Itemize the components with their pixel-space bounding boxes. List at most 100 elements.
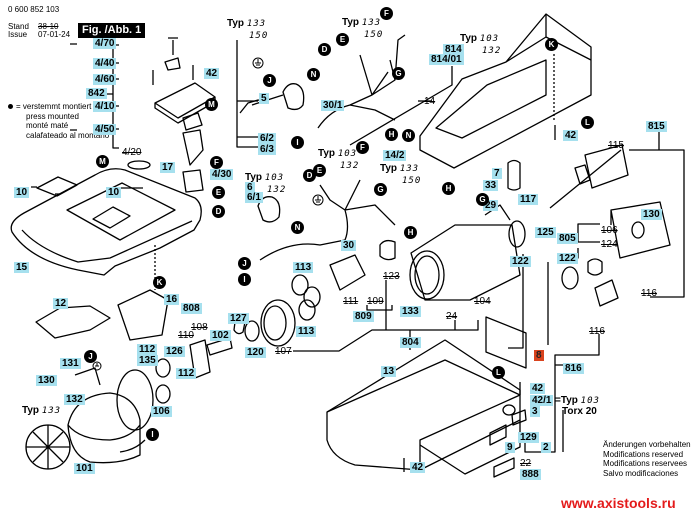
part-tag-809[interactable]: 809 — [353, 311, 374, 322]
part-tag-135[interactable]: 135 — [137, 355, 158, 366]
optional-part-14: 14 — [424, 96, 436, 107]
part-tag-122[interactable]: 122 — [557, 253, 578, 264]
part-tag-106[interactable]: 106 — [151, 406, 172, 417]
part-tag-5[interactable]: 5 — [259, 93, 269, 104]
part-tag-808[interactable]: 808 — [181, 303, 202, 314]
label-9 — [489, 424, 507, 446]
part-tag-130[interactable]: 130 — [641, 209, 662, 220]
connector-badge-e: E — [313, 164, 326, 177]
connector-badge-h: H — [385, 128, 398, 141]
connector-badge-f: F — [356, 141, 369, 154]
modifications-notice: Änderungen vorbehalten Modifications res… — [603, 440, 691, 478]
part-tag-130[interactable]: 130 — [36, 375, 57, 386]
part-tag-29[interactable]: 29 — [483, 200, 499, 211]
part-tag-10[interactable]: 10 — [106, 187, 122, 198]
part-tag-6-1[interactable]: 6/1 — [245, 192, 263, 203]
part-tag-842[interactable]: 842 — [86, 88, 107, 99]
optional-part-124: 124 — [601, 239, 618, 250]
part-tag-132[interactable]: 132 — [64, 394, 85, 405]
cover-12 — [35, 305, 111, 339]
ring-17 — [127, 160, 151, 170]
part-tag-120[interactable]: 120 — [245, 347, 266, 358]
part-tag-804[interactable]: 804 — [400, 337, 421, 348]
part-tag-888[interactable]: 888 — [520, 469, 541, 480]
part-tag-112[interactable]: 112 — [137, 344, 158, 355]
part-tag-3[interactable]: 3 — [530, 406, 540, 417]
part-tag-113[interactable]: 113 — [293, 262, 314, 273]
optional-part-110: 110 — [178, 330, 194, 341]
armature — [574, 144, 629, 189]
part-tag-42[interactable]: 42 — [410, 462, 426, 473]
part-tag-122[interactable]: 122 — [510, 256, 531, 267]
optional-part-116: 116 — [589, 326, 605, 337]
part-tag-7[interactable]: 7 — [492, 168, 502, 179]
part-tag-814[interactable]: 814 — [443, 44, 464, 55]
switch-4-50 — [182, 112, 203, 131]
connector-badge-k: K — [153, 276, 166, 289]
part-tag-13[interactable]: 13 — [381, 366, 397, 377]
ring-gear-107 — [260, 299, 296, 347]
stator-ring-106 — [116, 369, 154, 431]
connector-badge-e: E — [336, 33, 349, 46]
connector-badge-j: J — [238, 257, 251, 270]
washer-120 — [244, 320, 260, 342]
part-tag-2[interactable]: 2 — [541, 442, 551, 453]
part-tag-4-50[interactable]: 4/50 — [93, 124, 117, 135]
part-tag-127[interactable]: 127 — [228, 313, 249, 324]
gear-112-lower — [155, 384, 171, 404]
part-tag-4-30[interactable]: 4/30 — [210, 169, 234, 180]
connector-badge-m: M — [96, 155, 109, 168]
part-tag-33[interactable]: 33 — [483, 180, 499, 191]
gear-113-c — [298, 299, 316, 321]
part-tag-14-2[interactable]: 14/2 — [383, 150, 407, 161]
part-tag-42[interactable]: 42 — [530, 383, 546, 394]
connector-badge-d: D — [212, 205, 225, 218]
part-tag-805[interactable]: 805 — [557, 233, 578, 244]
part-tag-17[interactable]: 17 — [160, 162, 176, 173]
part-tag-10[interactable]: 10 — [14, 187, 30, 198]
connector-badge-h: H — [442, 182, 455, 195]
part-tag-30[interactable]: 30 — [341, 240, 357, 251]
part-tag-101[interactable]: 101 — [74, 463, 95, 474]
duct-16 — [117, 289, 169, 341]
part-tag-814-01[interactable]: 814/01 — [429, 54, 464, 65]
part-tag-6[interactable]: 6 — [245, 182, 255, 193]
part-tag-4-60[interactable]: 4/60 — [93, 74, 117, 85]
part-tag-117[interactable]: 117 — [518, 194, 539, 205]
top-housing — [419, 13, 592, 169]
part-tag-30-1[interactable]: 30/1 — [321, 100, 345, 111]
part-tag-15[interactable]: 15 — [14, 262, 30, 273]
part-tag-6-3[interactable]: 6/3 — [258, 144, 276, 155]
part-tag-4-40[interactable]: 4/40 — [93, 58, 117, 69]
part-tag-112[interactable]: 112 — [176, 368, 197, 379]
part-tag-42[interactable]: 42 — [204, 68, 220, 79]
part-tag-133[interactable]: 133 — [400, 306, 421, 317]
part-tag-125[interactable]: 125 — [535, 227, 556, 238]
part-tag-113[interactable]: 113 — [296, 326, 317, 337]
socket-6 — [257, 196, 281, 223]
gear-112-upper — [155, 358, 171, 378]
part-tag-126[interactable]: 126 — [164, 346, 185, 357]
part-tag-4-70[interactable]: 4/70 — [93, 38, 117, 49]
part-tag-16[interactable]: 16 — [164, 294, 180, 305]
part-tag-4-10[interactable]: 4/10 — [93, 101, 117, 112]
part-tag-42-1[interactable]: 42/1 — [530, 395, 554, 406]
part-tag-129[interactable]: 129 — [518, 432, 539, 443]
part-tag-42[interactable]: 42 — [563, 130, 579, 141]
part-tag-102[interactable]: 102 — [210, 330, 231, 341]
note-line: Modifications reserved — [603, 449, 684, 459]
part-tag-12[interactable]: 12 — [53, 298, 69, 309]
website-link[interactable]: www.axistools.ru — [561, 495, 676, 511]
optional-part-109: 109 — [367, 296, 384, 307]
part-tag-9[interactable]: 9 — [505, 442, 515, 453]
part-tag-815[interactable]: 815 — [646, 121, 667, 132]
part-tag-131[interactable]: 131 — [60, 358, 81, 369]
part-tag-6-2[interactable]: 6/2 — [258, 133, 276, 144]
part-tag-816[interactable]: 816 — [563, 363, 584, 374]
part-tag-8[interactable]: 8 — [534, 350, 544, 361]
bushing-123 — [379, 239, 396, 261]
brush-plate-131 — [74, 367, 101, 386]
connector-badge-i: I — [238, 273, 251, 286]
